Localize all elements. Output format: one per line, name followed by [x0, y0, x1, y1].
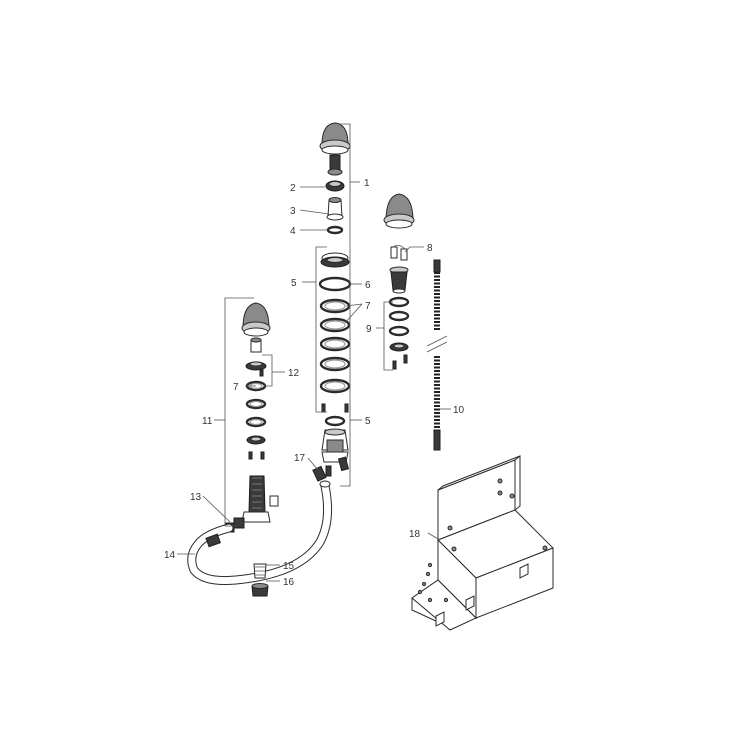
washer-stack — [319, 298, 351, 394]
bonnet-nut-part — [325, 180, 345, 192]
callout-label: 7 — [233, 382, 239, 393]
callout-label: 3 — [290, 206, 296, 217]
mounting-box-part — [411, 454, 554, 631]
callout-label: 7 — [365, 301, 371, 312]
connecting-hose-part — [187, 481, 333, 585]
cap-nut-part — [251, 583, 269, 597]
callout-label: 2 — [290, 183, 296, 194]
main-valve-assembly — [318, 122, 352, 477]
second-handle-assembly — [383, 193, 415, 370]
left-valve-assembly — [233, 302, 279, 529]
callout-label: 12 — [288, 368, 300, 379]
callout-label: 16 — [283, 577, 295, 588]
mixing-body-part — [233, 475, 279, 529]
callout-label: 18 — [409, 529, 421, 540]
group-brackets — [214, 123, 393, 527]
callout-label: 13 — [190, 492, 202, 503]
lower-o-ring-part — [324, 415, 346, 427]
callout-label: 17 — [294, 453, 306, 464]
clip-part — [390, 245, 408, 261]
valve-body-part — [321, 428, 350, 477]
callout-label: 11 — [202, 416, 213, 427]
callout-label: 14 — [164, 550, 176, 561]
callout-labels: 1 2 3 4 5 6 7 8 9 10 11 12 7 5 13 14 15 … — [164, 178, 465, 588]
callout-label: 1 — [364, 178, 370, 189]
clip-ring-part — [326, 225, 344, 235]
flange-part — [320, 252, 350, 268]
callout-label: 8 — [427, 243, 433, 254]
handle-cap-part — [319, 122, 351, 176]
callout-label: 5 — [365, 416, 371, 427]
callout-label: 6 — [365, 280, 371, 291]
leader-lines — [177, 186, 451, 582]
ring-set-part — [388, 296, 410, 370]
callout-label: 5 — [291, 278, 297, 289]
callout-label: 4 — [290, 226, 296, 237]
callout-label: 15 — [283, 561, 295, 572]
cartridge-part — [389, 266, 409, 294]
bonnet-part — [245, 361, 267, 377]
braided-hose-part — [426, 259, 448, 451]
spindle-part — [326, 197, 344, 221]
callout-label: 10 — [453, 405, 465, 416]
callout-label: 9 — [366, 324, 372, 335]
o-ring-part — [318, 276, 352, 292]
screws-part — [321, 403, 349, 413]
adapter-part — [253, 563, 267, 579]
connector-part — [312, 465, 331, 488]
